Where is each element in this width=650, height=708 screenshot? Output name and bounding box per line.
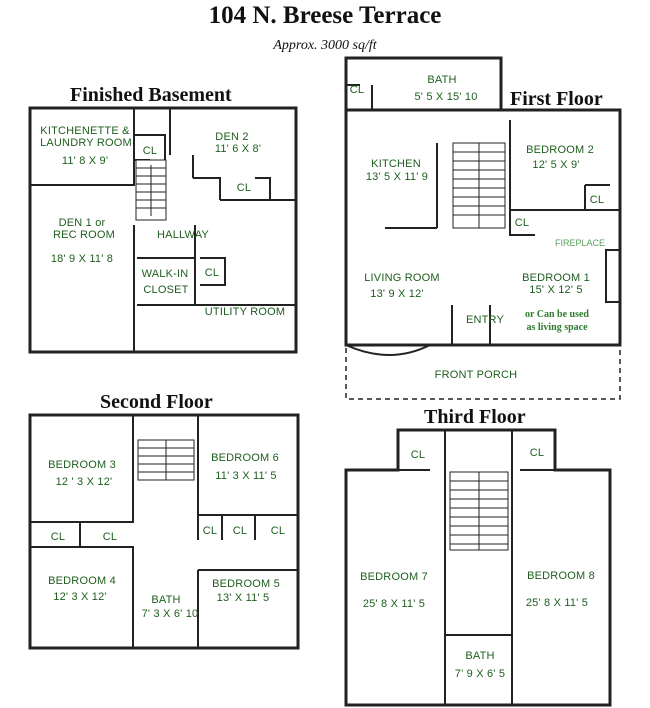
third-bath-size: 7' 9 X 6' 5 <box>455 668 505 680</box>
kitchenette-label-2: LAUNDRY ROOM <box>40 137 132 149</box>
hallway-label: HALLWAY <box>157 229 209 241</box>
third-closet-1: CL <box>411 449 425 461</box>
first-floor-stairs <box>452 142 506 229</box>
den2-size: 11' 6 X 8' <box>215 143 261 155</box>
bedroom4-label: BEDROOM 4 <box>48 575 116 587</box>
walkin-closet-label-2: CLOSET <box>143 284 188 296</box>
third-closet-2: CL <box>530 447 544 459</box>
second-floor-title: Second Floor <box>100 391 213 413</box>
living-room-size: 13' 9 X 12' <box>370 288 424 300</box>
front-porch-outline <box>345 344 621 400</box>
second-closet-5: CL <box>271 525 285 537</box>
bedroom1-note-2: as living space <box>526 322 588 333</box>
den1-label-2: REC ROOM <box>53 229 115 241</box>
second-floor-outline <box>28 413 300 650</box>
utility-room-label: UTILITY ROOM <box>205 306 285 318</box>
first-bath-label: BATH <box>427 74 456 86</box>
third-floor-outline <box>344 428 612 707</box>
kitchenette-size: 11' 8 X 9' <box>62 155 108 167</box>
fireplace-label: FIREPLACE <box>555 238 605 248</box>
third-floor-stairs <box>449 471 509 551</box>
page-title: 104 N. Breese Terrace <box>208 2 442 29</box>
den2-label: DEN 2 <box>215 131 248 143</box>
first-closet-2: CL <box>590 194 604 206</box>
basement-closet-3: CL <box>205 267 219 279</box>
bedroom2-label: BEDROOM 2 <box>526 144 594 156</box>
basement-closet-1: CL <box>143 145 157 157</box>
second-closet-2: CL <box>103 531 117 543</box>
bedroom7-label: BEDROOM 7 <box>360 571 428 583</box>
bedroom1-label: BEDROOM 1 <box>522 272 590 284</box>
bedroom3-label: BEDROOM 3 <box>48 459 116 471</box>
kitchen-label: KITCHEN <box>371 158 421 170</box>
bedroom1-note: or Can be used <box>525 309 589 320</box>
second-closet-4: CL <box>233 525 247 537</box>
bedroom6-size: 11' 3 X 11' 5 <box>215 470 276 482</box>
first-bath-size: 5' 5 X 15' 10 <box>414 91 477 103</box>
fireplace-symbol <box>605 249 621 303</box>
bedroom5-size: 13' X 11' 5 <box>217 592 270 604</box>
second-bath-size: 7' 3 X 6' 10 <box>142 608 199 620</box>
bedroom5-label: BEDROOM 5 <box>212 578 280 590</box>
basement-stairs <box>135 159 167 221</box>
bedroom4-size: 12' 3 X 12' <box>53 591 107 603</box>
kitchenette-label: KITCHENETTE & <box>40 125 130 137</box>
first-floor-plan <box>344 56 622 400</box>
walkin-closet-label: WALK-IN <box>142 268 189 280</box>
bedroom2-size: 12' 5 X 9' <box>532 159 579 171</box>
third-floor-title: Third Floor <box>424 406 526 428</box>
den1-label: DEN 1 or <box>59 217 106 229</box>
bedroom1-size: 15' X 12' 5 <box>529 284 583 296</box>
bedroom3-size: 12 ' 3 X 12' <box>56 476 113 488</box>
first-closet-1: CL <box>350 84 364 96</box>
second-floor-plan <box>28 413 300 650</box>
square-footage: Approx. 3000 sq/ft <box>273 38 377 53</box>
bedroom8-label: BEDROOM 8 <box>527 570 595 582</box>
kitchen-size: 13' 5 X 11' 9 <box>366 171 428 183</box>
den1-size: 18' 9 X 11' 8 <box>51 253 113 265</box>
bedroom6-label: BEDROOM 6 <box>211 452 279 464</box>
first-floor-title: First Floor <box>510 88 603 110</box>
basement-title: Finished Basement <box>70 84 232 106</box>
second-closet-3: CL <box>203 525 217 537</box>
living-room-label: LIVING ROOM <box>364 272 440 284</box>
bedroom7-size: 25' 8 X 11' 5 <box>363 598 425 610</box>
third-bath-label: BATH <box>465 650 494 662</box>
third-floor-plan <box>344 428 612 707</box>
entry-label: ENTRY <box>466 314 505 326</box>
front-porch-label: FRONT PORCH <box>435 369 518 381</box>
basement-closet-2: CL <box>237 182 251 194</box>
second-bath-label: BATH <box>151 594 180 606</box>
basement-outline <box>28 106 298 354</box>
bedroom8-size: 25' 8 X 11' 5 <box>526 597 588 609</box>
basement-plan <box>28 106 298 354</box>
first-closet-3: CL <box>515 217 529 229</box>
second-floor-stairs <box>137 439 195 481</box>
second-closet-1: CL <box>51 531 65 543</box>
